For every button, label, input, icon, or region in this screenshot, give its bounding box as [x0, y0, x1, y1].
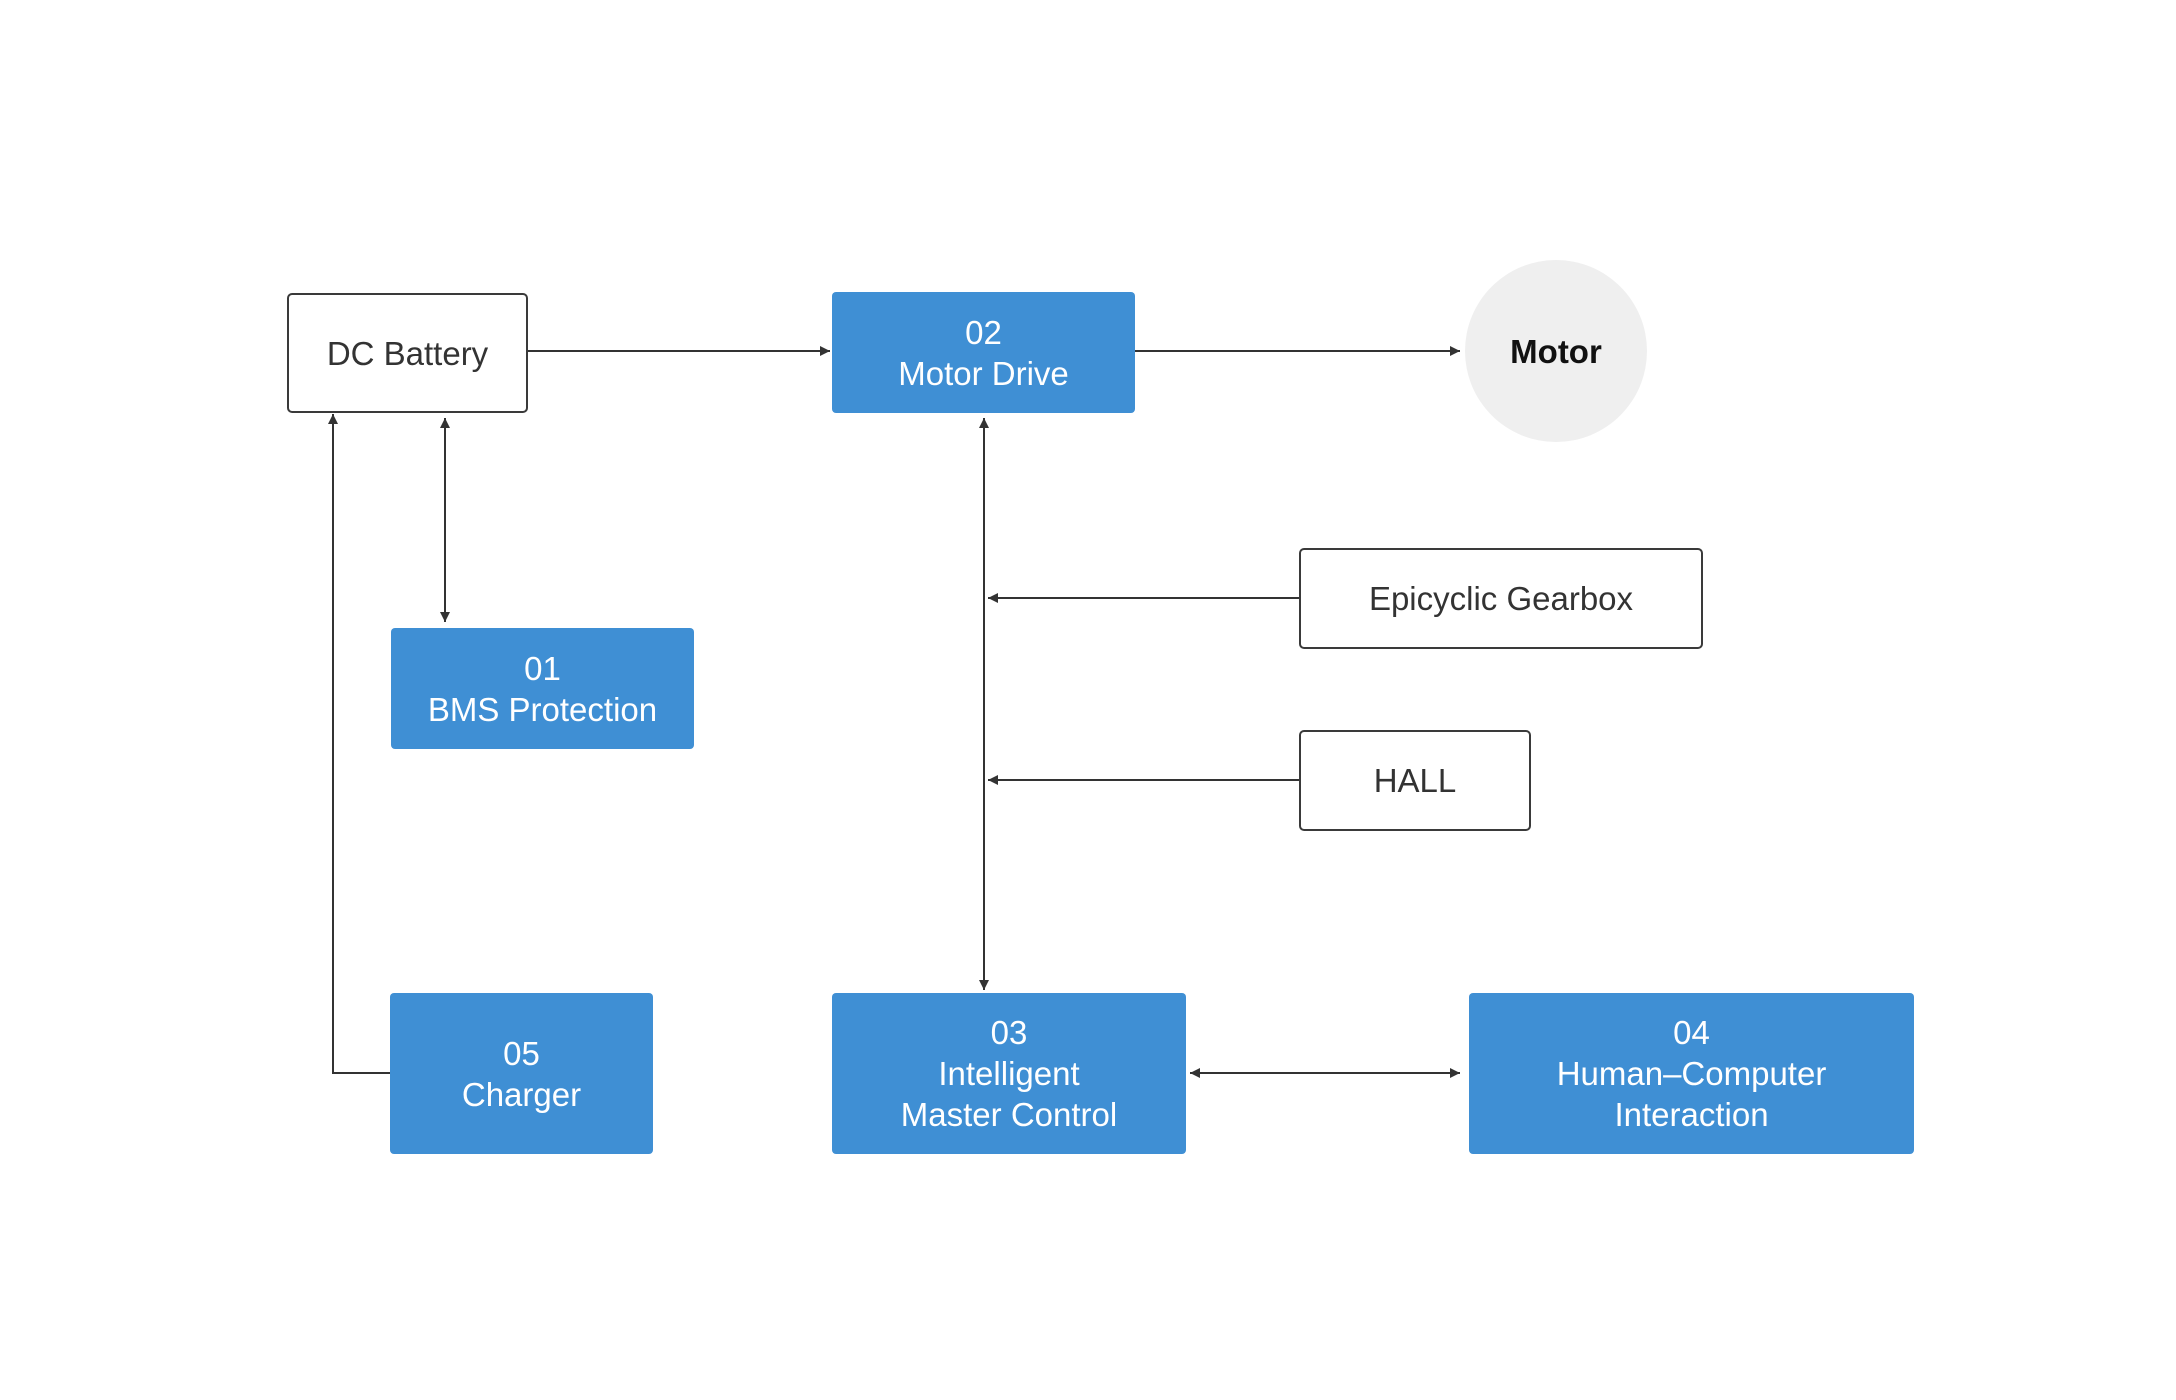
epicyclic-gearbox-box: Epicyclic Gearbox — [1299, 548, 1703, 649]
motor-drive-number: 02 — [965, 313, 1002, 351]
bms-protection-box: 01 BMS Protection — [391, 628, 694, 749]
intelligent-master-control-number: 03 — [990, 1014, 1028, 1051]
charger-number: 05 — [503, 1034, 540, 1072]
intelligent-master-control-box: 03 Intelligent Master Control — [832, 993, 1186, 1154]
motor-drive-box: 02 Motor Drive — [832, 292, 1135, 413]
bms-protection-number: 01 — [524, 649, 561, 687]
charger-label: Charger — [461, 1075, 582, 1113]
hall-label: HALL — [1373, 762, 1457, 799]
bms-protection-label: BMS Protection — [427, 690, 658, 728]
intelligent-master-control-label-line2: Master Control — [900, 1096, 1118, 1133]
motor-label: Motor — [1510, 332, 1602, 370]
motor-circle: Motor — [1465, 260, 1647, 442]
dc-battery-label: DC Battery — [326, 334, 489, 372]
human-computer-interaction-label-line1: Human–Computer — [1556, 1055, 1827, 1092]
dc-battery-box: DC Battery — [287, 293, 528, 413]
human-computer-interaction-number: 04 — [1673, 1014, 1710, 1051]
human-computer-interaction-label-line2: Interaction — [1614, 1096, 1769, 1133]
motor-drive-label: Motor Drive — [898, 354, 1069, 392]
epicyclic-gearbox-label: Epicyclic Gearbox — [1368, 580, 1634, 617]
intelligent-master-control-label-line1: Intelligent — [938, 1055, 1080, 1092]
hall-box: HALL — [1299, 730, 1531, 831]
arrow-charger-to-battery — [328, 414, 390, 1074]
human-computer-interaction-box: 04 Human–Computer Interaction — [1469, 993, 1914, 1154]
charger-box: 05 Charger — [390, 993, 653, 1154]
